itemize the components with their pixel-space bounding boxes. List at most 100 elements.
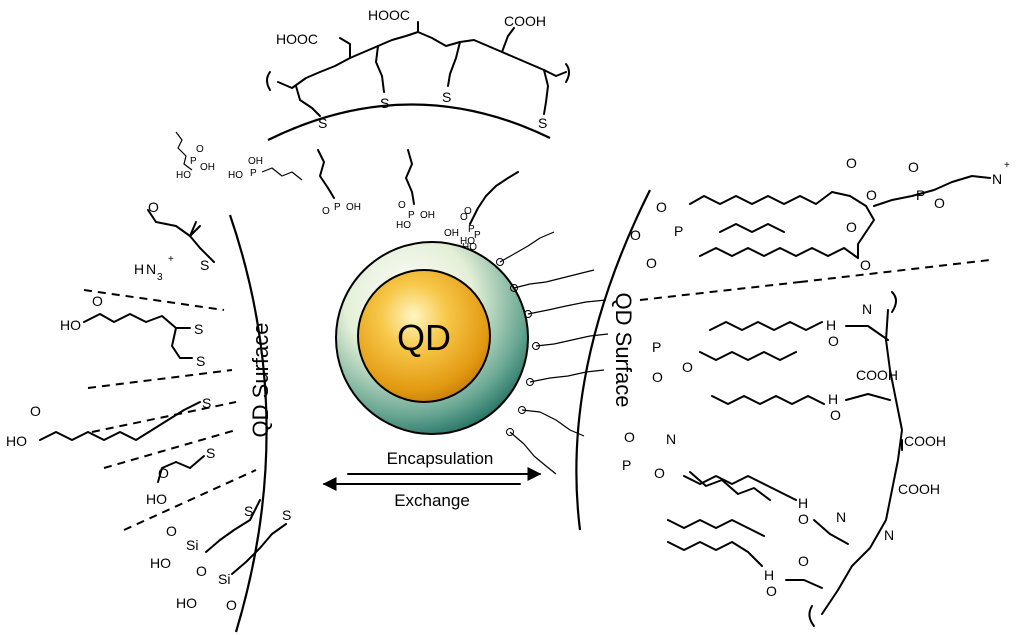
svg-text:S: S (194, 321, 203, 337)
svg-text:P: P (652, 339, 661, 355)
cooh-label: COOH (504, 13, 546, 29)
svg-text:HO: HO (176, 595, 197, 611)
encapsulation-label: Encapsulation (387, 449, 494, 468)
bound-phosphonate-ligands (496, 231, 609, 475)
svg-text:O: O (934, 195, 945, 211)
svg-text:OH: OH (346, 202, 361, 213)
svg-text:N: N (146, 261, 156, 277)
sulfur-label: S (538, 115, 547, 131)
svg-text:Si: Si (186, 537, 198, 553)
svg-text:O: O (682, 359, 693, 375)
svg-text:P: P (622, 457, 631, 473)
svg-text:H: H (828, 391, 838, 407)
svg-text:O: O (646, 255, 657, 271)
svg-text:3: 3 (157, 272, 163, 283)
svg-text:N: N (884, 527, 894, 543)
qd-core (357, 269, 491, 403)
svg-text:O: O (630, 227, 641, 243)
svg-text:H: H (826, 317, 836, 333)
svg-text:OH: OH (420, 210, 435, 221)
svg-text:O: O (866, 187, 877, 203)
svg-text:O: O (398, 200, 406, 211)
quantum-dot: QD (335, 241, 529, 435)
svg-text:P: P (408, 210, 415, 221)
svg-text:N: N (666, 431, 676, 447)
svg-text:O: O (654, 465, 665, 481)
svg-text:P: P (674, 223, 683, 239)
left-qd-surface-arc (228, 214, 268, 633)
svg-text:O: O (226, 597, 237, 613)
svg-text:O: O (846, 219, 857, 235)
top-polymer-ligand: HOOC HOOC COOH S S S S (266, 7, 570, 141)
svg-text:HO: HO (60, 317, 81, 333)
svg-text:+: + (168, 254, 174, 265)
svg-text:S: S (196, 353, 205, 369)
sulfur-label: S (380, 95, 389, 111)
svg-text:H: H (798, 495, 808, 511)
svg-text:S: S (282, 507, 291, 523)
top-qd-surface-arc (267, 103, 551, 141)
free-phosphonic-acid-ligands: P OH HO O P OH HO P OH O P OH HO O P OH … (175, 131, 519, 253)
svg-text:P: P (190, 156, 197, 167)
svg-text:+: + (1004, 160, 1010, 171)
svg-text:N: N (992, 171, 1002, 187)
svg-text:N: N (862, 301, 872, 317)
svg-text:O: O (656, 199, 667, 215)
svg-text:O: O (166, 523, 177, 539)
svg-text:O: O (798, 553, 809, 569)
svg-text:O: O (196, 563, 207, 579)
svg-text:S: S (200, 257, 209, 273)
svg-text:O: O (828, 333, 839, 349)
svg-text:O: O (460, 212, 468, 223)
svg-text:O: O (908, 159, 919, 175)
svg-text:O: O (624, 429, 635, 445)
sulfur-label: S (318, 115, 327, 131)
svg-text:O: O (30, 403, 41, 419)
svg-text:O: O (322, 206, 330, 217)
svg-text:H: H (764, 567, 774, 583)
svg-text:COOH: COOH (856, 367, 898, 383)
svg-text:COOH: COOH (904, 433, 946, 449)
top-polymer-backbone (277, 31, 567, 89)
svg-text:O: O (846, 155, 857, 171)
svg-text:HO: HO (460, 236, 475, 247)
sulfur-label: S (442, 89, 451, 105)
svg-text:P: P (250, 168, 257, 179)
svg-text:O: O (196, 144, 204, 155)
svg-text:HO: HO (462, 242, 477, 253)
svg-text:O: O (158, 465, 169, 481)
svg-text:OH: OH (444, 228, 459, 239)
svg-text:HO: HO (176, 170, 191, 181)
svg-text:S: S (206, 445, 215, 461)
svg-text:HO: HO (6, 433, 27, 449)
svg-text:Si: Si (218, 571, 230, 587)
svg-text:O: O (92, 293, 103, 309)
svg-text:OH: OH (248, 156, 263, 167)
svg-text:HO: HO (150, 555, 171, 571)
svg-text:H: H (134, 261, 144, 277)
svg-text:O: O (148, 199, 159, 215)
svg-text:COOH: COOH (898, 481, 940, 497)
cooh-label: HOOC (368, 7, 410, 23)
svg-text:P: P (916, 187, 925, 203)
svg-text:P: P (468, 224, 475, 235)
exchange-encapsulation-arrows: Encapsulation Exchange (322, 449, 542, 510)
svg-text:OH: OH (200, 162, 215, 173)
svg-text:HO: HO (228, 170, 243, 181)
svg-text:O: O (830, 407, 841, 423)
svg-text:HO: HO (396, 220, 411, 231)
svg-text:HO: HO (146, 491, 167, 507)
svg-text:O: O (652, 369, 663, 385)
left-surface-label: QD Surface (248, 323, 273, 438)
svg-text:S: S (202, 395, 211, 411)
exchange-label: Exchange (394, 491, 470, 510)
qd-label: QD (397, 317, 451, 358)
right-qd-surface: QD Surface O P O O O O P O O N + O O P O… (575, 155, 1010, 627)
svg-text:O: O (860, 257, 871, 273)
svg-text:O: O (766, 583, 777, 599)
svg-text:S: S (244, 503, 253, 519)
right-surface-label: QD Surface (611, 293, 636, 408)
svg-text:N: N (836, 509, 846, 525)
cooh-label: HOOC (276, 31, 318, 47)
